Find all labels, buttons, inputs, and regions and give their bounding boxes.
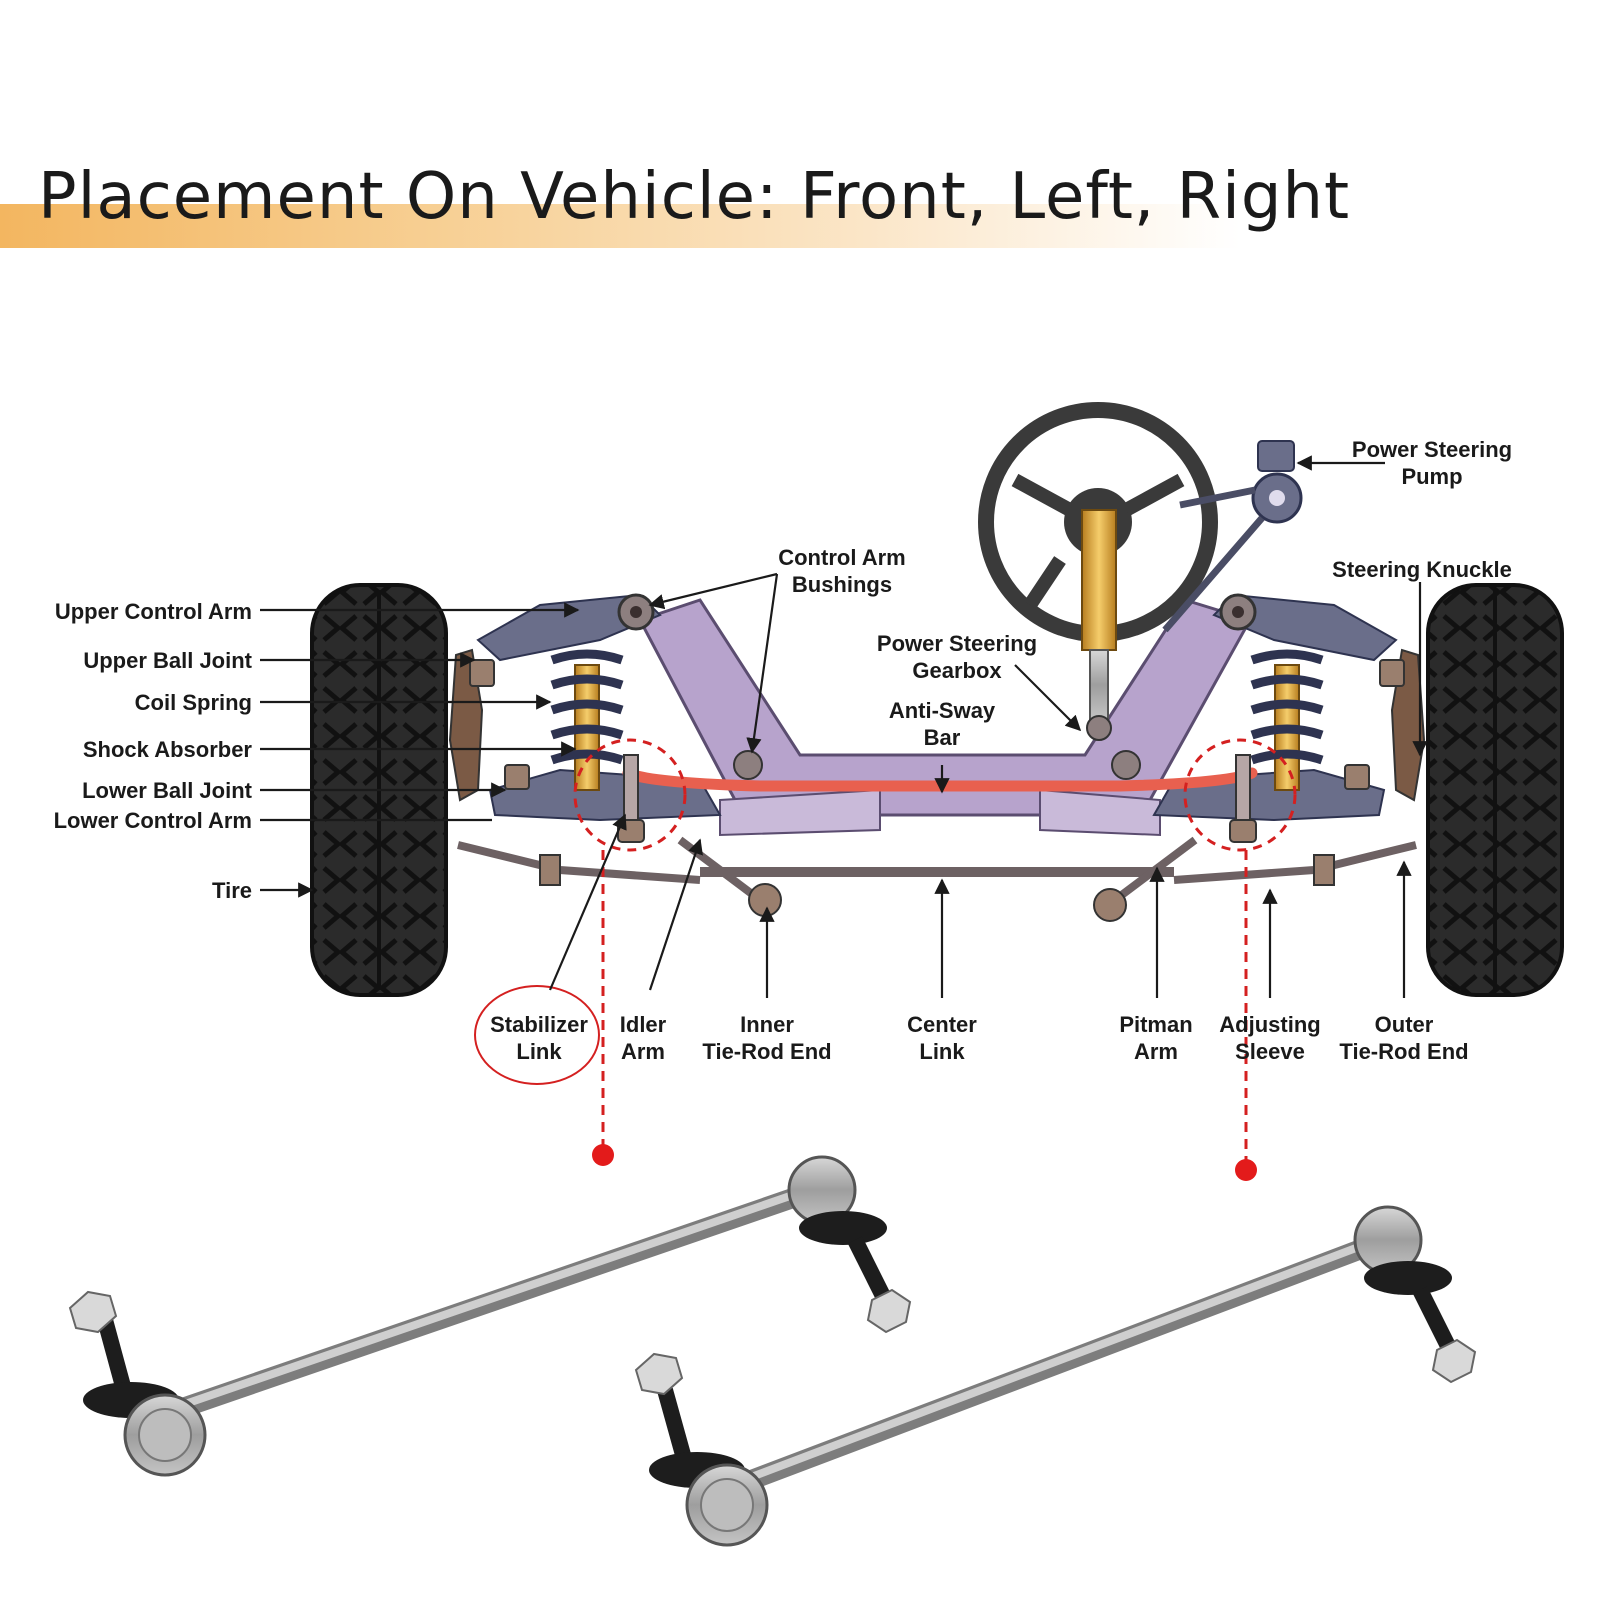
label-adjusting-sleeve-line2: Sleeve [1235,1039,1305,1064]
right-upper-control-arm [1212,593,1398,662]
label-control-arm-bushings-line1: Control Arm [778,545,906,570]
label-upper-ball-joint: Upper Ball Joint [83,648,252,673]
leader-lines [260,455,1428,998]
top-labels: Control Arm Bushings Power Steering Gear… [778,437,1512,750]
label-center-link-line1: Center [907,1012,977,1037]
left-coil-spring [550,649,624,765]
left-placement-dot [592,1144,614,1166]
right-tire [1426,583,1564,997]
label-adjusting-sleeve-line1: Adjusting [1219,1012,1320,1037]
bottom-labels: Stabilizer Link Idler Arm Inner Tie-Rod … [490,1012,1468,1064]
label-anti-sway-bar-line1: Anti-Sway [889,698,996,723]
label-tire: Tire [212,878,252,903]
label-coil-spring: Coil Spring [135,690,252,715]
left-upper-control-arm [476,593,662,662]
label-idler-arm-line2: Arm [621,1039,665,1064]
label-power-steering-pump-line1: Power Steering [1352,437,1512,462]
label-inner-tie-rod-end-line2: Tie-Rod End [702,1039,831,1064]
control-arm-bushings [617,593,1257,780]
label-inner-tie-rod-end-line1: Inner [740,1012,794,1037]
label-steering-knuckle: Steering Knuckle [1332,557,1512,582]
right-placement-dot [1235,1159,1257,1181]
label-lower-ball-joint: Lower Ball Joint [82,778,253,803]
label-outer-tie-rod-end-line2: Tie-Rod End [1339,1039,1468,1064]
left-labels: Upper Control Arm Upper Ball Joint Coil … [54,599,253,903]
label-shock-absorber: Shock Absorber [83,737,253,762]
label-power-steering-gearbox-line2: Gearbox [912,658,1002,683]
diagram-stabilizer-links [617,754,1257,843]
label-power-steering-pump-line2: Pump [1401,464,1462,489]
label-anti-sway-bar-line2: Bar [924,725,961,750]
label-center-link-line2: Link [919,1039,965,1064]
steering-column [1081,509,1117,741]
label-pitman-arm-line2: Arm [1134,1039,1178,1064]
label-control-arm-bushings-line2: Bushings [792,572,892,597]
product-stabilizer-link-right [634,1205,1477,1547]
right-coil-spring [1250,649,1324,765]
label-stabilizer-link-line2: Link [516,1039,562,1064]
label-pitman-arm-line1: Pitman [1119,1012,1192,1037]
frame-lower-arms [719,788,1161,837]
label-stabilizer-link-line1: Stabilizer [490,1012,588,1037]
label-upper-control-arm: Upper Control Arm [55,599,252,624]
title-banner [0,204,1240,248]
power-steering-pump [1162,440,1303,633]
highlight-markers [474,738,1297,1160]
product-stabilizer-link-left [68,1155,912,1477]
page-title: Placement On Vehicle: Front, Left, Right [38,160,1351,234]
right-steering-knuckle [1390,648,1426,802]
ball-joints [469,659,1405,790]
label-idler-arm-line1: Idler [620,1012,667,1037]
label-power-steering-gearbox-line1: Power Steering [877,631,1037,656]
label-lower-control-arm: Lower Control Arm [54,808,252,833]
label-outer-tie-rod-end-line1: Outer [1375,1012,1434,1037]
